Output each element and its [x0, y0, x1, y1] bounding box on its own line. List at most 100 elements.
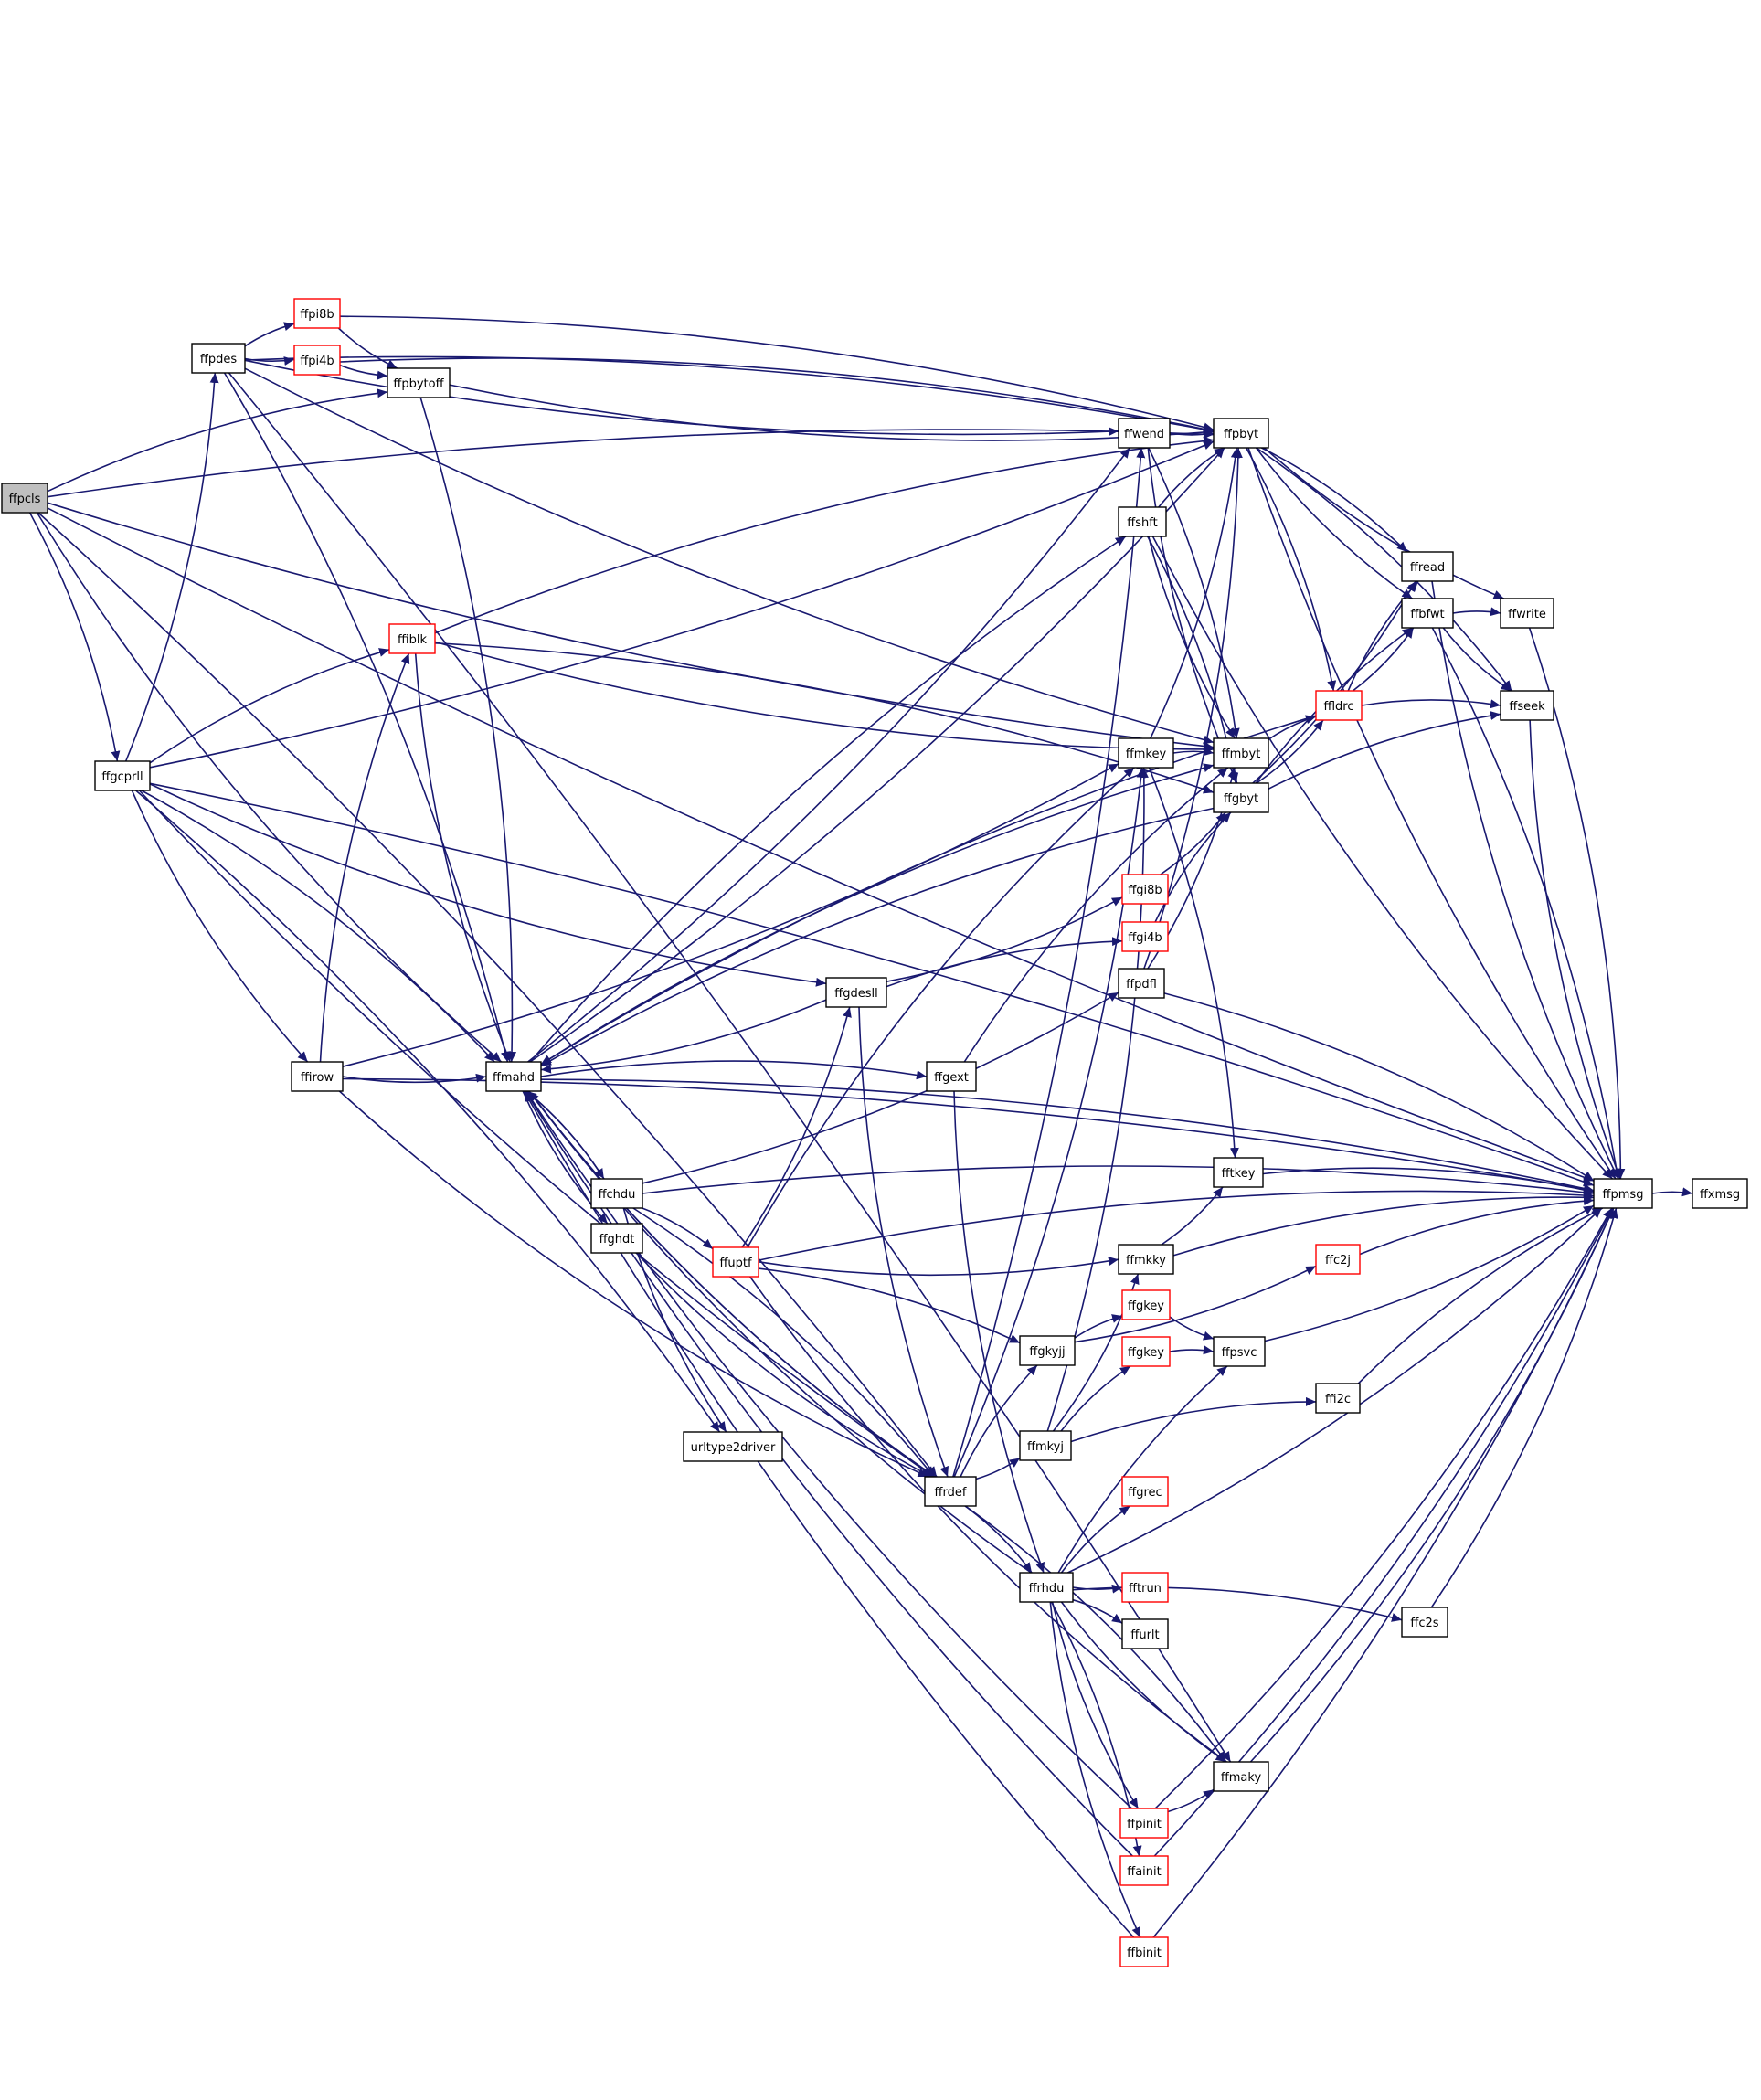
- edge-ffmahd-to-ffgext: [540, 1060, 928, 1080]
- node-ffwrite[interactable]: ffwrite: [1500, 598, 1554, 629]
- node-ffgdesll[interactable]: ffgdesll: [825, 977, 887, 1008]
- node-ffc2s[interactable]: ffc2s: [1401, 1607, 1448, 1638]
- edge-ffgdesll-to-ffrdef: [858, 1006, 949, 1478]
- edge-ffrhdu-to-ffc2s: [1072, 1586, 1403, 1622]
- node-ffgkyjj[interactable]: ffgkyjj: [1019, 1335, 1076, 1366]
- node-box-ffpdfl: [1118, 968, 1165, 999]
- node-fftkey[interactable]: fftkey: [1213, 1157, 1264, 1188]
- node-ffgkey1[interactable]: ffgkey: [1121, 1289, 1171, 1320]
- node-ffpsvc[interactable]: ffpsvc: [1213, 1336, 1266, 1367]
- node-fftrun[interactable]: fftrun: [1121, 1572, 1169, 1603]
- edge-ffchdu-to-ffpdfl: [642, 992, 1119, 1184]
- node-ffrdef[interactable]: ffrdef: [924, 1476, 977, 1507]
- node-ffpdfl[interactable]: ffpdfl: [1118, 968, 1165, 999]
- node-ffmbyt[interactable]: ffmbyt: [1213, 737, 1269, 769]
- node-label-ffmahd: ffmahd: [493, 1071, 535, 1085]
- node-ffgext[interactable]: ffgext: [926, 1061, 977, 1092]
- edge-fftkey-to-ffpmsg: [1262, 1167, 1595, 1194]
- node-box-ffmkyj: [1019, 1430, 1072, 1461]
- node-ffmaky[interactable]: ffmaky: [1213, 1761, 1269, 1792]
- node-ffi2c[interactable]: ffi2c: [1315, 1383, 1361, 1414]
- node-label-ffgkey2: ffgkey: [1128, 1346, 1164, 1360]
- node-ffmkey[interactable]: ffmkey: [1118, 737, 1174, 769]
- node-ffrhdu[interactable]: ffrhdu: [1019, 1572, 1074, 1603]
- node-label-ffgi4b: ffgi4b: [1128, 931, 1162, 945]
- node-box-ffc2j: [1315, 1244, 1361, 1275]
- node-ffgkey2[interactable]: ffgkey: [1121, 1336, 1171, 1367]
- node-ffmahd[interactable]: ffmahd: [485, 1061, 542, 1092]
- edge-ffgcprll-to-ffgdesll: [149, 783, 827, 987]
- edge-ffwend-to-ffpbyt: [1169, 430, 1215, 440]
- node-ffchdu[interactable]: ffchdu: [590, 1178, 643, 1209]
- node-ffiblk[interactable]: ffiblk: [388, 623, 436, 654]
- edge-ffpbyt-to-ffwrite: [1263, 447, 1504, 599]
- node-ffpinit[interactable]: ffpinit: [1119, 1808, 1169, 1839]
- node-ffpbyt[interactable]: ffpbyt: [1213, 418, 1269, 449]
- node-ffirow[interactable]: ffirow: [291, 1061, 344, 1092]
- node-label-ffgbyt: ffgbyt: [1224, 792, 1258, 806]
- node-ffmkyj[interactable]: ffmkyj: [1019, 1430, 1072, 1461]
- node-label-ffpdfl: ffpdfl: [1126, 978, 1157, 992]
- node-ffuptf[interactable]: ffuptf: [712, 1246, 759, 1278]
- node-ffgi8b[interactable]: ffgi8b: [1121, 874, 1169, 905]
- node-ffwend[interactable]: ffwend: [1118, 418, 1171, 449]
- edge-ffgbyt-to-ffread: [1252, 580, 1416, 784]
- node-ffldrc[interactable]: ffldrc: [1315, 690, 1363, 721]
- edge-ffbinit-to-ffmahd: [523, 1090, 1135, 1938]
- node-label-ffgkyjj: ffgkyjj: [1029, 1345, 1065, 1359]
- node-urltype2driver[interactable]: urltype2driver: [683, 1431, 783, 1462]
- edge-ffirow-to-ffrdef: [338, 1090, 928, 1478]
- node-ffread[interactable]: ffread: [1401, 551, 1454, 582]
- node-ffpcls[interactable]: ffpcls: [1, 483, 48, 514]
- node-box-ffmaky: [1213, 1761, 1269, 1792]
- node-ffseek[interactable]: ffseek: [1500, 690, 1554, 721]
- node-ffgrec[interactable]: ffgrec: [1121, 1476, 1169, 1507]
- edge-ffgcprll-to-ffiblk: [149, 648, 390, 764]
- edge-ffrdef-to-ffmahd: [528, 1090, 936, 1478]
- node-label-ffuptf: ffuptf: [719, 1257, 752, 1270]
- edge-ffghdt-to-ffrdef: [635, 1252, 932, 1478]
- node-box-ffmahd: [485, 1061, 542, 1092]
- node-ffpi8b[interactable]: ffpi8b: [293, 298, 341, 329]
- edge-ffrhdu-to-ffpsvc: [1057, 1365, 1228, 1574]
- edge-ffrdef-to-ffmaky: [964, 1505, 1227, 1763]
- node-ffc2j[interactable]: ffc2j: [1315, 1244, 1361, 1275]
- node-ffgi4b[interactable]: ffgi4b: [1121, 921, 1169, 952]
- node-ffurlt[interactable]: ffurlt: [1121, 1618, 1169, 1649]
- node-box-ffmkky: [1118, 1244, 1174, 1275]
- edge-ffmkky-to-ffpmsg: [1172, 1193, 1595, 1257]
- node-box-ffchdu: [590, 1178, 643, 1209]
- node-ffbinit[interactable]: ffbinit: [1119, 1936, 1169, 1967]
- node-label-ffgi8b: ffgi8b: [1128, 884, 1162, 897]
- node-ffmkky[interactable]: ffmkky: [1118, 1244, 1174, 1275]
- node-ffpbytoff[interactable]: ffpbytoff: [387, 367, 451, 398]
- node-ffpdes[interactable]: ffpdes: [191, 343, 246, 374]
- edge-ffgkey1-to-ffpsvc: [1169, 1316, 1215, 1341]
- node-ffgbyt[interactable]: ffgbyt: [1213, 782, 1269, 813]
- edge-ffgcprll-to-ffpmsg: [149, 782, 1595, 1187]
- node-label-ffpbyt: ffpbyt: [1224, 428, 1258, 441]
- node-ffgcprll[interactable]: ffgcprll: [94, 760, 151, 791]
- node-box-ffread: [1401, 551, 1454, 582]
- node-ffghdt[interactable]: ffghdt: [590, 1223, 643, 1254]
- node-label-ffc2s: ffc2s: [1410, 1617, 1438, 1630]
- node-ffpi4b[interactable]: ffpi4b: [293, 345, 341, 376]
- edge-ffgcprll-to-urltype2driver: [135, 790, 721, 1433]
- node-ffpmsg[interactable]: ffpmsg: [1593, 1178, 1653, 1209]
- edge-ffuptf-to-ffmaky: [749, 1276, 1227, 1763]
- node-label-ffgrec: ffgrec: [1128, 1486, 1162, 1500]
- edge-ffbfwt-to-ffwrite: [1452, 607, 1501, 617]
- node-ffainit[interactable]: ffainit: [1119, 1855, 1169, 1886]
- edge-ffldrc-to-ffread: [1347, 580, 1419, 692]
- edge-ffmkey-to-fftkey: [1148, 767, 1239, 1159]
- node-box-ffpcls: [1, 483, 48, 514]
- node-ffxmsg[interactable]: ffxmsg: [1692, 1178, 1748, 1209]
- node-ffshft[interactable]: ffshft: [1118, 506, 1167, 537]
- edge-ffmahd-to-ffmbyt: [540, 763, 1215, 1066]
- node-ffbfwt[interactable]: ffbfwt: [1401, 598, 1454, 629]
- edge-ffrdef-to-ffwend: [952, 447, 1146, 1478]
- edge-ffpdes-to-ffpi8b: [244, 322, 295, 347]
- node-label-ffwrite: ffwrite: [1508, 608, 1546, 621]
- edge-ffpi4b-to-ffpbyt: [339, 357, 1215, 434]
- node-box-ffgcprll: [94, 760, 151, 791]
